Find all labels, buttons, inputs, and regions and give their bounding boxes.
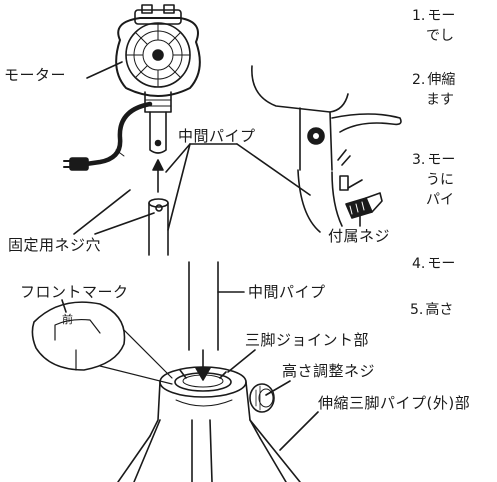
step-2-number: 2. [412,72,426,88]
tripod-joint-pointer [227,349,256,373]
middle-pipe-pointer-b [167,143,191,231]
step-1-line-2: でし [426,28,454,44]
motor-illustration [63,4,201,171]
step-4-number: 4. [412,256,426,272]
step-2-line-2: ます [426,92,454,108]
middle-pipe-label-top: 中間パイプ [178,127,256,145]
middle-pipe-label-bottom: 中間パイプ [248,283,326,301]
detail-inset-illustration [251,65,402,233]
screw-hole-pointer-b [94,212,155,235]
step-3-number: 3. [412,152,426,168]
step-3-line-2: うに [426,172,454,188]
step-2-line-1: 伸縮 [427,72,456,88]
middle-pipe-illustration [188,261,219,381]
middle-pipe-pointer-c [236,143,311,196]
step-5: 5.高さ [410,300,453,320]
middle-pipe-pointer-a [165,143,238,173]
middle-pipe-top-illustration [148,198,169,256]
step-5-number: 5. [410,302,424,318]
step-4-line-1: モー [427,256,456,272]
motor-label: モーター [4,66,67,84]
telescopic-tripod-pipe-label: 伸縮三脚パイプ(外)部 [318,394,471,412]
step-3: 3.モー うに パイ [412,150,455,210]
height-adjust-screw-label: 高さ調整ネジ [282,362,376,380]
front-mark-glyph: 前 [62,313,74,326]
fixing-screw-hole-label: 固定用ネジ穴 [8,236,102,254]
step-1-line-1: モー [427,8,456,24]
tripod-joint-illustration [117,366,301,482]
step-3-line-3: パイ [426,192,454,208]
step-3-line-1: モー [427,152,456,168]
outer-pipe-pointer [279,411,319,451]
step-5-line-1: 高さ [425,302,454,318]
motor-pointer [86,61,123,79]
step-1-number: 1. [412,8,426,24]
step-2: 2.伸縮 ます [412,70,455,110]
front-mark-pointer [61,299,67,313]
included-screw-label: 付属ネジ [328,227,391,245]
height-screw-pointer [265,380,291,396]
step-4: 4.モー [412,254,455,274]
front-mark-label: フロントマーク [20,283,129,301]
tripod-joint-label: 三脚ジョイント部 [245,331,370,349]
front-mark-magnifier [31,299,173,385]
screw-hole-pointer-a [73,189,131,235]
step-1: 1.モー でし [412,6,455,46]
